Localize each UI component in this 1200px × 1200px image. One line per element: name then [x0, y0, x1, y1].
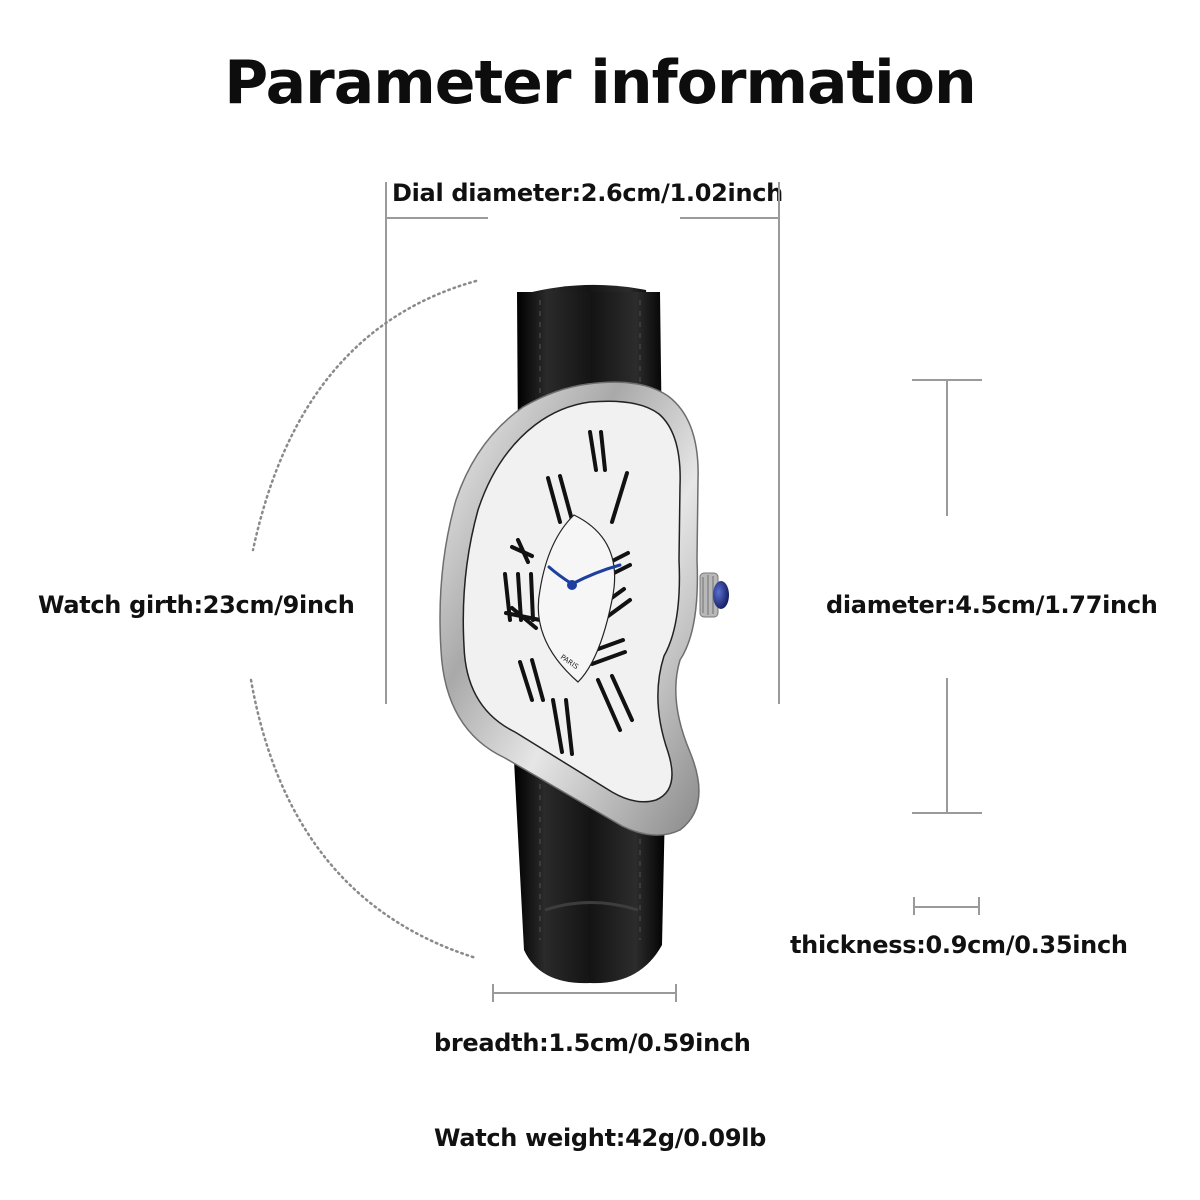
diameter-label: diameter:4.5cm/1.77inch — [826, 591, 1158, 619]
dial-diameter-label: Dial diameter:2.6cm/1.02inch — [392, 179, 783, 207]
dial-diameter-right-line — [778, 182, 780, 704]
roman-numerals — [503, 430, 634, 756]
watch-hands — [547, 563, 622, 590]
dial-diameter-right-tick — [680, 217, 779, 219]
girth-arc — [249, 279, 478, 960]
dial-center-marquise — [537, 514, 616, 683]
thickness-line — [913, 906, 979, 908]
diameter-bottom-cap — [912, 812, 982, 814]
diameter-bottom-line — [946, 678, 948, 812]
breadth-label: breadth:1.5cm/0.59inch — [434, 1029, 751, 1057]
breadth-line — [493, 992, 677, 994]
breadth-right-cap — [675, 984, 677, 1002]
thickness-label: thickness:0.9cm/0.35inch — [790, 931, 1128, 959]
thickness-left-cap — [913, 897, 915, 915]
dial-diameter-left-tick — [386, 217, 488, 219]
watch-girth-label: Watch girth:23cm/9inch — [38, 591, 355, 619]
page-title: Parameter information — [224, 48, 976, 118]
dial-diameter-left-line — [385, 182, 387, 704]
breadth-left-cap — [492, 984, 494, 1002]
crown — [699, 572, 729, 618]
diameter-top-line — [946, 380, 948, 516]
weight-label: Watch weight:42g/0.09lb — [434, 1124, 767, 1152]
thickness-right-cap — [978, 897, 980, 915]
